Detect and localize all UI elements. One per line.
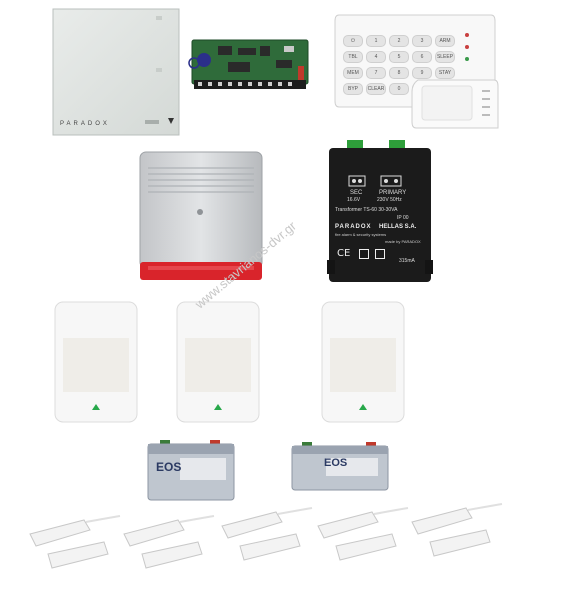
keypad-key[interactable]: 3: [412, 35, 432, 47]
keypad-key[interactable]: 6: [412, 51, 432, 63]
keypad-key[interactable]: TBL: [343, 51, 363, 63]
keypad-key[interactable]: 0: [389, 83, 409, 95]
battery-2: EOS: [290, 440, 390, 492]
transformer-sec-value: 16.6V: [347, 197, 361, 203]
door-contact-2-image: [123, 515, 215, 569]
keypad-small: [410, 76, 500, 132]
outdoor-siren-image: [139, 151, 263, 280]
battery-1-image: [147, 440, 235, 501]
battery-1-brand: EOS: [156, 460, 182, 474]
keypad-key[interactable]: 9: [412, 67, 432, 79]
transformer-sec-label: SEC: [350, 190, 363, 196]
motion-detector-3-image: [321, 301, 405, 423]
motion-detector-2: [175, 300, 261, 424]
panel-box: PARADOX: [52, 8, 180, 136]
motion-detector-2-image: [176, 301, 260, 423]
keypad-key[interactable]: 1: [366, 35, 386, 47]
keypad-key[interactable]: 8: [389, 67, 409, 79]
transformer-brand-left: PARADOX: [335, 224, 372, 230]
door-contact-5: [410, 500, 506, 562]
transformer-tagline: fire alarm & security systems: [335, 232, 387, 237]
door-contact-4-image: [317, 507, 409, 561]
battery-2-image: [291, 442, 389, 491]
door-contact-1: [28, 512, 124, 574]
panel-brand: PARADOX: [60, 121, 110, 127]
door-contact-5-image: [411, 503, 503, 557]
battery-2-brand: EOS: [324, 457, 348, 469]
keypad-key[interactable]: 7: [366, 67, 386, 79]
keypad-key[interactable]: 4: [366, 51, 386, 63]
motion-detector-3: [320, 300, 406, 424]
motion-detector-1-image: [54, 301, 138, 423]
keypad-key[interactable]: SLEEP: [435, 51, 455, 63]
transformer-primary-label: PRIMARY: [379, 190, 407, 196]
keypad-small-body: [411, 79, 499, 129]
control-board: [188, 36, 312, 92]
battery-1: EOS: [146, 438, 236, 502]
keypad-key[interactable]: STAY: [435, 67, 455, 79]
transformer-made-by: made by PARADOX: [385, 239, 421, 244]
transformer-brand-right: HELLAS S.A.: [379, 224, 417, 230]
fuse-icon: [375, 249, 385, 259]
panel-box-image: [52, 8, 180, 136]
keypad-key[interactable]: MEM: [343, 67, 363, 79]
keypad-key[interactable]: 2: [389, 35, 409, 47]
transformer-model: Transformer TS-60 30-30VA: [335, 207, 398, 213]
keypad-key[interactable]: 5: [389, 51, 409, 63]
motion-detector-1: [53, 300, 139, 424]
transformer-body: [327, 140, 433, 282]
door-contact-1-image: [29, 515, 121, 569]
door-contact-4: [316, 504, 412, 566]
door-contact-3: [220, 504, 316, 566]
keypad-key[interactable]: BYP: [343, 83, 363, 95]
double-insulation-icon: [359, 249, 369, 259]
transformer: SEC 16.6V PRIMARY 230V 50Hz Transformer …: [327, 138, 433, 284]
outdoor-siren: [138, 150, 264, 282]
transformer-fuse-rating: 315mA: [399, 258, 415, 264]
keypad-key[interactable]: ARM: [435, 35, 455, 47]
control-board-image: [188, 39, 309, 89]
transformer-primary-value: 230V 50Hz: [377, 197, 402, 203]
ce-mark-icon: CE: [337, 248, 351, 259]
door-contact-2: [122, 512, 218, 574]
transformer-ip-rating: IP 00: [397, 215, 409, 221]
keypad-key[interactable]: ⏻: [343, 35, 363, 47]
door-contact-3-image: [221, 507, 313, 561]
keypad-key[interactable]: CLEAR: [366, 83, 386, 95]
